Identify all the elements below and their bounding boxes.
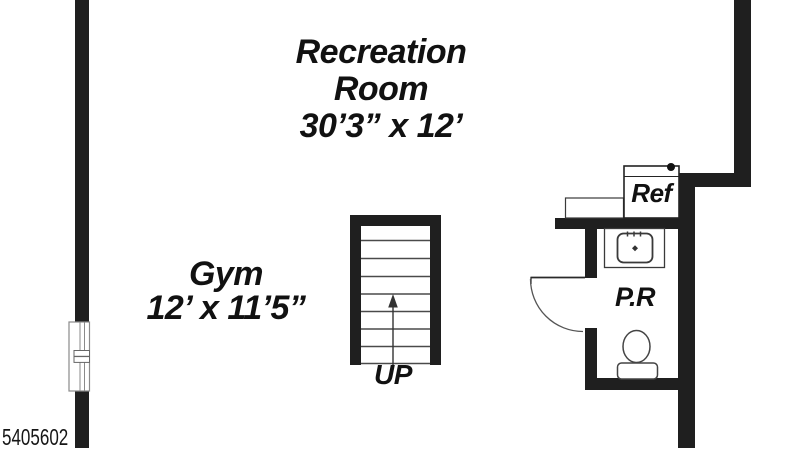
recreation-room-name-line1: Recreation: [295, 33, 467, 71]
recreation-room-name-line2: Room: [333, 70, 429, 108]
up-label: UP: [374, 359, 412, 390]
recreation-room-label: Recreation Room 30’3” x 12’: [261, 34, 501, 145]
counter: [564, 197, 625, 219]
powder-room-fixtures: [529, 227, 666, 380]
wall-powder-room-left-upper: [585, 221, 597, 278]
wall-connector-top-right: [678, 173, 751, 187]
powder-room-label: P.R: [614, 282, 656, 312]
vanity-sink-icon: [603, 227, 666, 269]
wall-powder-room-left-lower: [585, 328, 597, 390]
wall-stairs-top: [350, 215, 441, 226]
door-icon: [529, 276, 585, 333]
window-icon: [68, 321, 91, 392]
wall-powder-room-bottom: [585, 378, 689, 390]
recreation-room-dimensions: 30’3” x 12’: [299, 107, 463, 145]
wall-stairs-right: [430, 215, 441, 365]
up-arrow-icon: [388, 294, 398, 365]
sink-drain-dot: [632, 245, 638, 252]
door-swing-arc: [529, 278, 584, 333]
wall-powder-room-right: [678, 173, 695, 448]
listing-number: 5405602: [2, 424, 69, 450]
ref-label: Ref: [631, 177, 672, 208]
wall-stairs-left: [350, 215, 361, 365]
gym-name: Gym: [188, 255, 264, 293]
refrigerator-handle-dot: [667, 163, 675, 171]
gym-dimensions: 12’ x 11’5”: [146, 289, 306, 327]
wall-powder-room-top: [555, 218, 689, 229]
stair-treads: [361, 239, 430, 365]
gym-label: Gym 12’ x 11’5”: [106, 257, 346, 325]
toilet-icon: [616, 329, 659, 380]
wall-outer-right: [734, 0, 751, 187]
refrigerator-box: [623, 163, 680, 219]
kitchenette-fixtures: [564, 163, 680, 219]
